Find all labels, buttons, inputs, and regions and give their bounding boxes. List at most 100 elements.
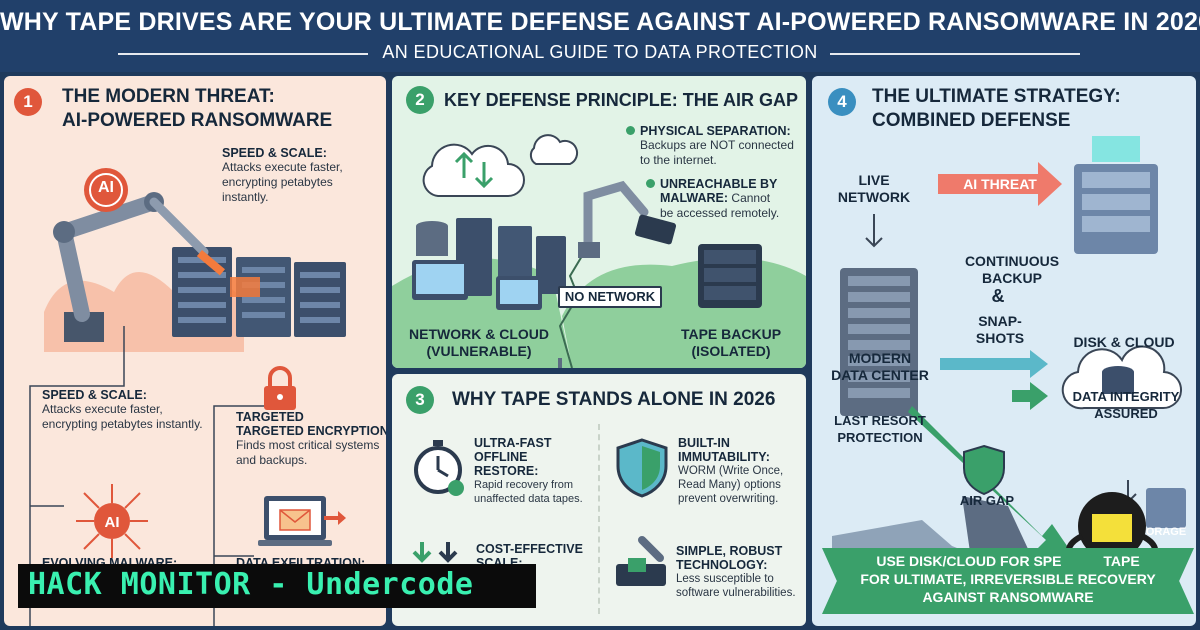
panel-title-line2: AI-POWERED RANSOMWARE <box>62 110 333 131</box>
item-simple-robust: SIMPLE, ROBUST TECHNOLOGY: Less suscepti… <box>676 544 802 600</box>
label-line2: DATA CENTER <box>831 367 929 383</box>
shield-icon <box>616 438 668 498</box>
panel-number: 1 <box>14 88 42 116</box>
label-line1: MODERN <box>848 350 912 366</box>
bullet-heading-2: MALWARE: <box>660 191 729 205</box>
label-line2: NETWORK <box>837 189 911 205</box>
data-integrity-label: DATA INTEGRITY ASSURED <box>1058 388 1194 422</box>
ai-badge-label-2: AI <box>104 514 120 531</box>
callout-text: Finds most critical systems and backups. <box>236 438 380 467</box>
conclusion-banner <box>822 548 1194 614</box>
callout-heading-2: TARGETED ENCRYPTION: <box>236 424 386 438</box>
bullet-physical-separation: PHYSICAL SEPARATION: Backups are NOT con… <box>626 124 804 168</box>
callout-targeted-encryption: TARGETED TARGETED ENCRYPTION: Finds most… <box>236 410 386 468</box>
banner-line1: USE DISK/CLOUD FOR SPE <box>876 553 1062 569</box>
panel-number: 3 <box>406 386 434 414</box>
bullet-heading: PHYSICAL SEPARATION: <box>640 124 791 138</box>
item-heading-2: TECHNOLOGY: <box>676 558 768 572</box>
bullet-text-inline: Cannot <box>731 191 771 205</box>
label-line1: SNAP- <box>978 313 1022 329</box>
air-gap-label: AIR GAP <box>959 493 1015 508</box>
panel-title: KEY DEFENSE PRINCIPLE: THE AIR GAP <box>444 90 799 110</box>
item-heading-1: SIMPLE, ROBUST <box>676 544 783 558</box>
header-bar: WHY TAPE DRIVES ARE YOUR ULTIMATE DEFENS… <box>0 0 1200 72</box>
item-ultra-fast-restore: ULTRA-FAST OFFLINE RESTORE: Rapid recove… <box>474 436 594 506</box>
callout-heading: SPEED & SCALE: <box>222 146 327 160</box>
label-line1: LAST RESORT <box>834 413 926 428</box>
item-heading-2: OFFLINE <box>474 450 528 464</box>
callout-text: Attacks execute faster, encrypting petab… <box>42 402 203 431</box>
ai-threat-label: AI THREAT <box>963 176 1037 192</box>
label-line2: (ISOLATED) <box>691 343 771 359</box>
modern-data-center-label: MODERN DATA CENTER <box>820 350 940 384</box>
network-cloud-label: NETWORK & CLOUD (VULNERABLE) <box>404 326 554 360</box>
panel-title-line1: THE ULTIMATE STRATEGY: <box>872 86 1121 107</box>
label-line2: BACKUP <box>982 270 1042 286</box>
callout-heading: SPEED & SCALE: <box>42 388 147 402</box>
bullet-dot <box>646 179 655 188</box>
panel-why-tape: 3 WHY TAPE STANDS ALONE IN 2026 ULTRA-FA… <box>392 374 806 626</box>
snapshots-label: SNAP- SHOTS <box>962 313 1038 347</box>
label-line2: PROTECTION <box>837 430 923 445</box>
label-line1: LIVE <box>858 172 890 188</box>
no-network-sign: NO NETWORK <box>558 286 662 308</box>
panel-title-line2: COMBINED DEFENSE <box>872 110 1071 131</box>
label-line2: (VULNERABLE) <box>426 343 532 359</box>
continuous-backup-label: CONTINUOUS BACKUP <box>952 253 1072 287</box>
panel-title-line1: THE MODERN THREAT: <box>62 86 275 107</box>
callout-heading-1: TARGETED <box>236 410 304 424</box>
label-line1: TAPE BACKUP <box>680 326 782 342</box>
subtitle-rule-left <box>118 53 368 55</box>
item-heading-3: RESTORE: <box>474 464 539 478</box>
item-heading-1: BUILT-IN <box>678 436 730 450</box>
tape-backup-label: TAPE BACKUP (ISOLATED) <box>666 326 796 360</box>
item-heading-1: COST-EFFECTIVE <box>476 542 583 556</box>
item-heading-2: IMMUTABILITY: <box>678 450 770 464</box>
bullet-text: be accessed remotely. <box>660 206 780 220</box>
item-text: Rapid recovery from unaffected data tape… <box>474 479 583 505</box>
item-heading-1: ULTRA-FAST <box>474 436 552 450</box>
watermark-box <box>18 564 536 608</box>
column-divider <box>598 424 600 614</box>
callout-text: Attacks execute faster, encrypting petab… <box>222 160 343 204</box>
air-gap-illustration <box>392 134 806 368</box>
connector-lines <box>29 326 274 626</box>
ai-chip-icon <box>84 168 128 212</box>
item-text: Less susceptible to software vulnerabili… <box>676 573 796 599</box>
banner-line3: AGAINST RANSOMWARE <box>922 589 1094 605</box>
last-resort-label: LAST RESORT PROTECTION <box>820 412 940 446</box>
banner-line1b: TAPE <box>1103 553 1140 569</box>
ampersand-label: & <box>991 286 1005 306</box>
item-immutability: BUILT-IN IMMUTABILITY: WORM (Write Once,… <box>678 436 802 506</box>
ai-badge-label: AI <box>98 179 114 196</box>
callout-speed-scale-left: SPEED & SCALE: Attacks execute faster, e… <box>42 388 212 432</box>
down-arrows-icon <box>412 542 458 563</box>
subtitle-rule-right <box>830 53 1080 55</box>
item-text: WORM (Write Once, Read Many) options pre… <box>678 465 784 505</box>
bullet-dot <box>626 126 635 135</box>
bullet-text: Backups are NOT connected to the interne… <box>640 138 794 167</box>
padlock-icon <box>264 366 296 410</box>
bullet-unreachable: UNREACHABLE BY MALWARE: Cannot be access… <box>646 177 806 221</box>
panel-number: 4 <box>828 88 856 116</box>
page-title: WHY TAPE DRIVES ARE YOUR ULTIMATE DEFENS… <box>0 8 1200 36</box>
callout-speed-scale-top: SPEED & SCALE: Attacks execute faster, e… <box>222 146 382 205</box>
robot-arm-attack-illustration <box>44 192 346 352</box>
live-network-label: LIVE NETWORK <box>832 172 916 206</box>
panel-modern-threat: 1 THE MODERN THREAT: AI-POWERED RANSOMWA… <box>4 76 386 626</box>
label-line1: CONTINUOUS <box>964 253 1060 269</box>
panel-number: 2 <box>406 86 434 114</box>
laptop-envelope-icon <box>258 496 346 546</box>
page-subtitle: AN EDUCATIONAL GUIDE TO DATA PROTECTION <box>382 42 818 62</box>
malware-network-icon <box>76 484 148 558</box>
bullet-heading-1: UNREACHABLE BY <box>660 177 778 191</box>
disk-cloud-label: DISK & CLOUD <box>1073 334 1175 350</box>
label-line1: NETWORK & CLOUD <box>409 326 549 342</box>
stopwatch-icon <box>414 440 464 496</box>
tape-insert-hand-icon <box>616 536 666 586</box>
panel-title: WHY TAPE STANDS ALONE IN 2026 <box>452 389 776 410</box>
panel-air-gap: 2 KEY DEFENSE PRINCIPLE: THE AIR GAP PHY… <box>392 76 806 368</box>
conclusion-banner-text: USE DISK/CLOUD FOR SPE TAPE FOR ULTIMATE… <box>832 552 1184 606</box>
watermark-text: HACK MONITOR - Undercode <box>28 567 474 602</box>
panel-combined-defense: 4 THE ULTIMATE STRATEGY: COMBINED DEFENS… <box>812 76 1196 626</box>
